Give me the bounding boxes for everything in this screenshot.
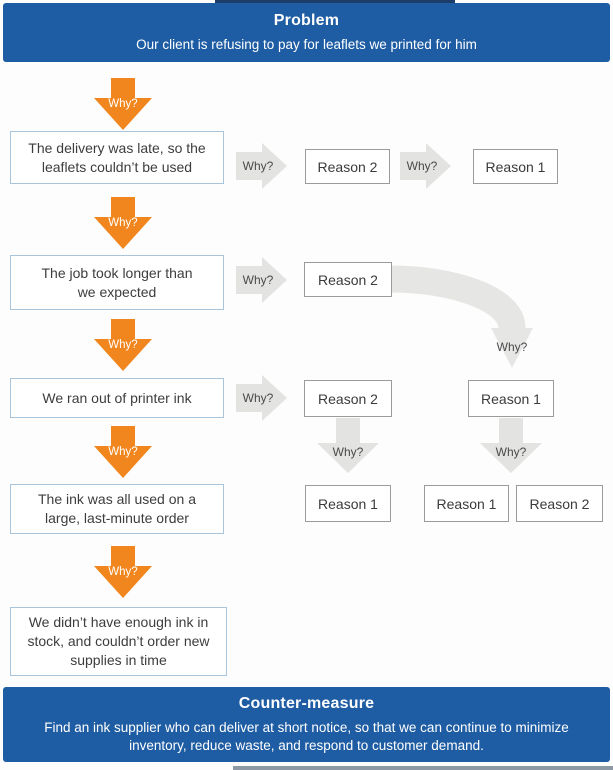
why-down-arrow-1: Why? bbox=[94, 78, 152, 130]
why-label: Why? bbox=[108, 566, 138, 578]
reason-box: Reason 2 bbox=[305, 149, 390, 184]
why-down-arrow-small-1: Why? bbox=[317, 418, 379, 473]
why-right-arrow-row3: Why? bbox=[236, 375, 287, 421]
why-down-arrow-small-2: Why? bbox=[480, 418, 542, 473]
reason-box: Reason 1 bbox=[468, 380, 554, 417]
reason-box: Reason 1 bbox=[473, 149, 558, 184]
reason-box: Reason 2 bbox=[304, 262, 392, 297]
why-curved-arrow bbox=[391, 265, 533, 368]
why-label: Why? bbox=[496, 340, 528, 354]
reason-box: Reason 2 bbox=[304, 380, 392, 417]
cause-box-1: The delivery was late, so the leaflets c… bbox=[10, 131, 224, 184]
why-right-arrow-row2: Why? bbox=[236, 257, 287, 303]
why-right-arrow-row1b: Why? bbox=[400, 143, 451, 189]
why-label: Why? bbox=[332, 445, 364, 459]
why-label: Why? bbox=[108, 98, 138, 110]
why-label: Why? bbox=[406, 159, 438, 173]
why-label: Why? bbox=[108, 217, 138, 229]
cause-box-2: The job took longer than we expected bbox=[10, 255, 224, 310]
reason-box: Reason 1 bbox=[305, 485, 391, 522]
why-down-arrow-3: Why? bbox=[94, 319, 152, 371]
top-edge-bar bbox=[215, 0, 455, 3]
why-down-arrow-5: Why? bbox=[94, 546, 152, 598]
problem-title: Problem bbox=[273, 11, 340, 29]
why-down-arrow-4: Why? bbox=[94, 426, 152, 478]
counter-measure-body: Find an ink supplier who can deliver at … bbox=[44, 719, 569, 753]
why-down-arrow-2: Why? bbox=[94, 197, 152, 249]
problem-banner: Problem Our client is refusing to pay fo… bbox=[3, 3, 610, 62]
why-label: Why? bbox=[495, 445, 527, 459]
why-label: Why? bbox=[108, 339, 138, 351]
why-label: Why? bbox=[108, 446, 138, 458]
why-label: Why? bbox=[242, 159, 274, 173]
cause-box-4: The ink was all used on a large, last-mi… bbox=[10, 484, 224, 534]
reason-box: Reason 1 bbox=[424, 485, 509, 522]
cause-box-5: We didn’t have enough ink in stock, and … bbox=[10, 607, 227, 676]
problem-statement: Our client is refusing to pay for leafle… bbox=[136, 36, 477, 52]
why-right-arrow-row1a: Why? bbox=[236, 143, 287, 189]
reason-box: Reason 2 bbox=[516, 485, 603, 522]
bottom-edge-bar bbox=[233, 766, 613, 770]
why-label: Why? bbox=[242, 391, 274, 405]
counter-measure-banner: Counter-measure Find an ink supplier who… bbox=[3, 687, 610, 762]
why-label: Why? bbox=[242, 273, 274, 287]
counter-measure-title: Counter-measure bbox=[238, 694, 375, 712]
cause-box-3: We ran out of printer ink bbox=[10, 378, 224, 418]
